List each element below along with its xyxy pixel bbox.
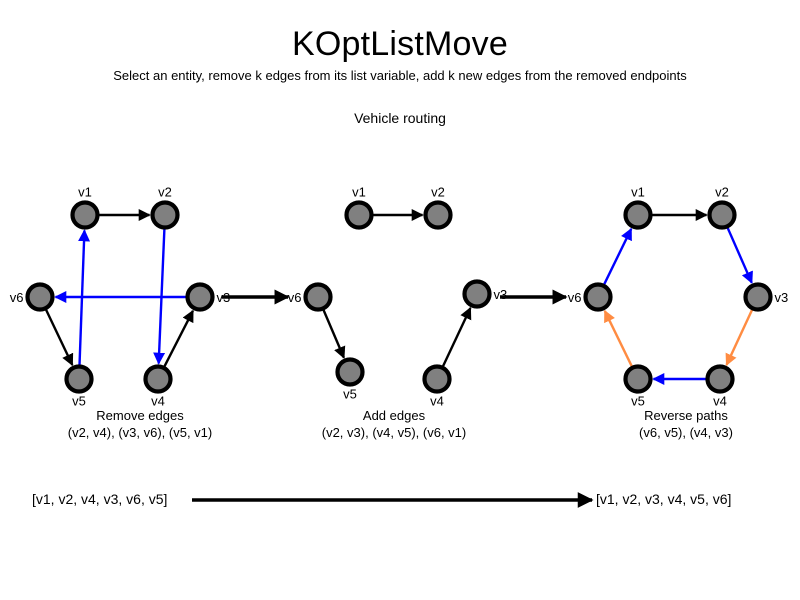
edge-v6-v5 <box>322 309 346 359</box>
node-circle-v3[interactable] <box>462 279 492 309</box>
page-title: KOptListMove <box>292 25 508 63</box>
node-circle-v2[interactable] <box>707 200 737 230</box>
node-label-v2: v2 <box>158 185 172 200</box>
node-circle-v2[interactable] <box>150 200 180 230</box>
edge-v6-v5 <box>44 309 74 367</box>
caption-detail-panel-reverse: (v6, v5), (v4, v3) <box>639 425 733 440</box>
node-label-v6: v6 <box>568 290 582 305</box>
node-circle-v6[interactable] <box>583 282 613 312</box>
graph-node-v4[interactable]: v4 <box>143 364 173 409</box>
caption-panel-remove: Remove edges (v2, v4), (v3, v6), (v5, v1) <box>0 407 310 441</box>
caption-title-panel-reverse: Reverse paths <box>644 408 728 423</box>
graph-node-v3[interactable]: v3 <box>185 282 231 312</box>
node-label-v4: v4 <box>151 394 165 409</box>
graph-node-v5[interactable]: v5 <box>623 364 653 409</box>
caption-detail-panel-add: (v2, v3), (v4, v5), (v6, v1) <box>321 425 467 440</box>
node-label-v6: v6 <box>10 290 24 305</box>
node-label-v2: v2 <box>431 185 445 200</box>
nodes-layer: v1 v2 v3 v4 v5 v6 v1 v2 v3 v4 v5 v6 v1 v2 v3 v4 v5 v6 <box>10 185 788 409</box>
caption-title-panel-remove: Remove edges <box>96 408 184 423</box>
edge-v3-v4 <box>725 309 754 367</box>
node-circle-v6[interactable] <box>25 282 55 312</box>
caption-detail-panel-remove: (v2, v4), (v3, v6), (v5, v1) <box>67 425 213 440</box>
node-circle-v1[interactable] <box>344 200 374 230</box>
node-label-v3: v3 <box>494 287 508 302</box>
list-before: [v1, v2, v4, v3, v6, v5] <box>32 491 168 507</box>
node-label-v5: v5 <box>343 387 357 402</box>
graph-node-v6[interactable]: v6 <box>288 282 333 312</box>
edge-v5-v6 <box>603 309 633 367</box>
node-circle-v4[interactable] <box>705 364 735 394</box>
node-label-v1: v1 <box>352 185 366 200</box>
node-label-v3: v3 <box>217 290 231 305</box>
graph-node-v5[interactable]: v5 <box>335 357 365 402</box>
node-label-v6: v6 <box>288 290 302 305</box>
node-circle-v4[interactable] <box>143 364 173 394</box>
caption-panel-add: Add edges (v2, v3), (v4, v5), (v6, v1) <box>224 407 564 441</box>
graph-node-v5[interactable]: v5 <box>64 364 94 409</box>
graph-node-v1[interactable]: v1 <box>344 185 374 230</box>
node-circle-v3[interactable] <box>743 282 773 312</box>
node-label-v1: v1 <box>631 185 645 200</box>
node-circle-v6[interactable] <box>303 282 333 312</box>
node-label-v2: v2 <box>715 185 729 200</box>
edge-v4-v3 <box>441 306 472 367</box>
graph-node-v1[interactable]: v1 <box>623 185 653 230</box>
graph-node-v3[interactable]: v3 <box>743 282 789 312</box>
graph-node-v2[interactable]: v2 <box>707 185 737 230</box>
graph-node-v6[interactable]: v6 <box>10 282 55 312</box>
caption-panel-reverse: Reverse paths (v6, v5), (v4, v3) <box>516 407 800 441</box>
section-label: Vehicle routing <box>354 110 446 126</box>
caption-title-panel-add: Add edges <box>362 408 426 423</box>
edges-layer <box>44 209 754 385</box>
graph-node-v2[interactable]: v2 <box>150 185 180 230</box>
node-circle-v3[interactable] <box>185 282 215 312</box>
graph-node-v6[interactable]: v6 <box>568 282 613 312</box>
node-circle-v4[interactable] <box>422 364 452 394</box>
node-circle-v5[interactable] <box>623 364 653 394</box>
node-label-v5: v5 <box>72 394 86 409</box>
edge-v5-v1 <box>78 229 91 366</box>
graph-node-v3[interactable]: v3 <box>462 279 508 309</box>
node-circle-v2[interactable] <box>423 200 453 230</box>
node-label-v3: v3 <box>775 290 789 305</box>
edge-v2-v3 <box>726 227 753 284</box>
node-label-v5: v5 <box>631 394 645 409</box>
node-circle-v5[interactable] <box>335 357 365 387</box>
node-label-v4: v4 <box>430 394 444 409</box>
graph-node-v2[interactable]: v2 <box>423 185 453 230</box>
node-circle-v1[interactable] <box>70 200 100 230</box>
page-subtitle: Select an entity, remove k edges from it… <box>113 68 687 83</box>
node-label-v4: v4 <box>713 394 727 409</box>
node-circle-v1[interactable] <box>623 200 653 230</box>
node-circle-v5[interactable] <box>64 364 94 394</box>
edge-v4-v3 <box>163 309 194 368</box>
list-after: [v1, v2, v3, v4, v5, v6] <box>596 491 732 507</box>
edge-v6-v1 <box>603 227 633 285</box>
node-label-v1: v1 <box>78 185 92 200</box>
graph-node-v4[interactable]: v4 <box>422 364 452 409</box>
graph-node-v1[interactable]: v1 <box>70 185 100 230</box>
graph-node-v4[interactable]: v4 <box>705 364 735 409</box>
